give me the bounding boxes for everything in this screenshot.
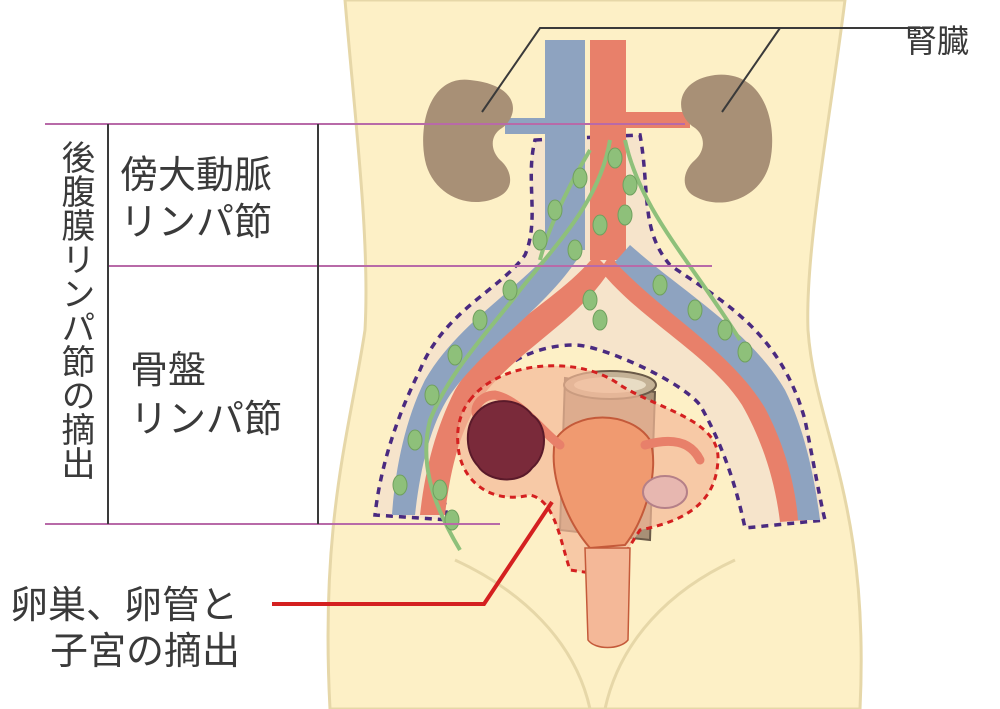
- guide-lines: [45, 123, 712, 525]
- paraaortic-zone-outline: [373, 133, 828, 530]
- retroperitoneal-label: 後腹膜リンパ節の摘出: [55, 140, 95, 480]
- fallopian-tube-left: [471, 390, 565, 450]
- paraaortic-label-line1: 傍大動脈: [120, 153, 272, 197]
- kidney-left: [423, 79, 513, 203]
- bracket-lines: [107, 124, 319, 524]
- iliac-vein-left: [392, 240, 580, 515]
- kidney-right: [681, 74, 773, 203]
- removal-label-line2: 子宮の摘出: [50, 629, 240, 673]
- lymph-nodes: [392, 147, 753, 531]
- pelvis-crease-right: [603, 558, 736, 709]
- kidney-label: 腎臓: [905, 22, 969, 60]
- iliac-artery-left: [420, 255, 610, 515]
- iliac-artery-right: [600, 255, 805, 522]
- fallopian-tube-right: [640, 436, 705, 465]
- renal-artery-right: [615, 112, 690, 128]
- pelvis-crease-left: [454, 558, 592, 709]
- paraaortic-label-line2: リンパ節: [120, 200, 272, 244]
- renal-vein-left: [505, 118, 560, 134]
- cervix-vagina: [584, 547, 631, 649]
- removal-pointer: [272, 500, 554, 606]
- ovarian-tumor: [466, 400, 545, 481]
- pelvic-label-line1: 骨盤: [130, 348, 206, 392]
- kidney-pointer-left: [481, 27, 930, 113]
- pelvic-label-line2: リンパ節: [130, 397, 282, 441]
- kidney-pointer-right: [721, 27, 781, 113]
- ovary-right: [642, 475, 688, 509]
- removal-label-line1: 卵巣、卵管と: [10, 583, 238, 627]
- iliac-vein-right: [615, 245, 820, 520]
